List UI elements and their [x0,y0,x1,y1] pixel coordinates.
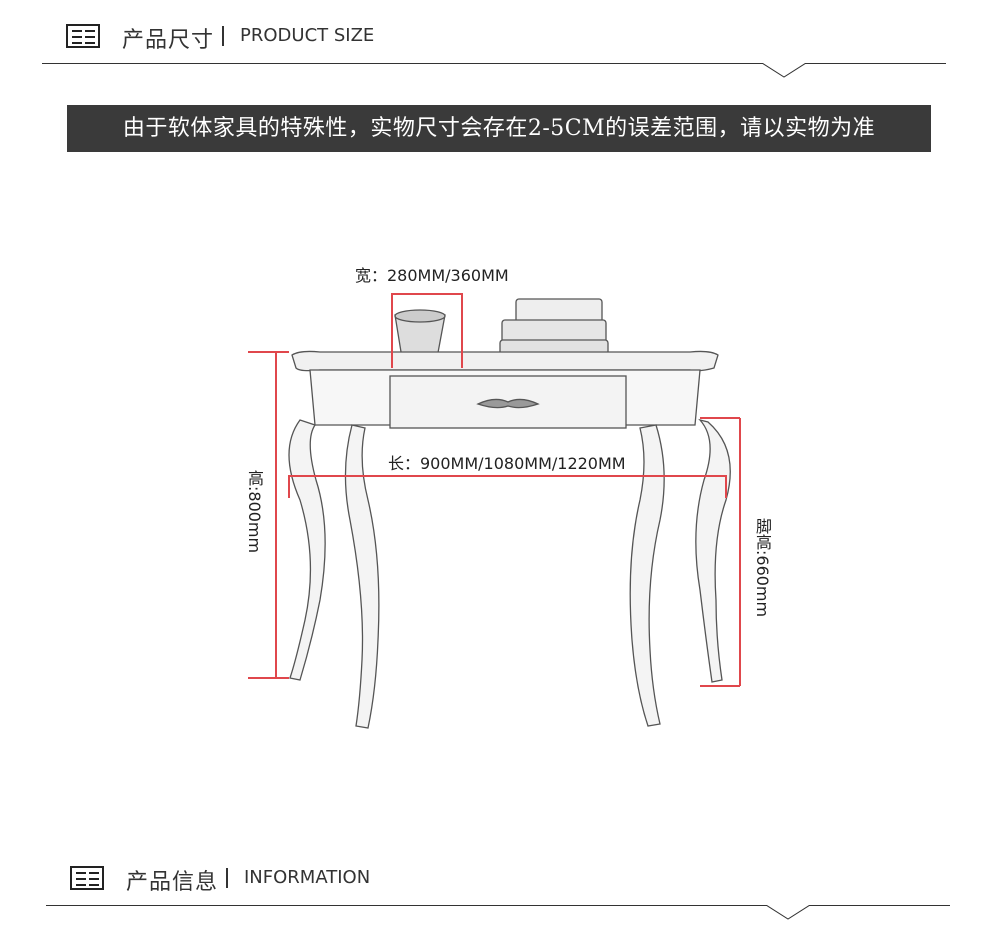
header-rule [42,63,946,64]
notice-banner: 由于软体家具的特殊性，实物尺寸会存在2-5CM的误差范围，请以实物为准 [67,105,931,152]
title-divider [222,26,224,46]
width-dimension-line [391,293,463,368]
dimension-lines [248,293,741,687]
length-dimension-line [288,475,727,498]
section-title-cn: 产品信息 [126,870,219,895]
section-title-en: INFORMATION [244,867,371,888]
title-divider [226,868,228,888]
menu-icon [66,24,100,48]
menu-icon [70,866,104,890]
section-header-size: 产品尺寸 PRODUCT SIZE [42,0,946,78]
length-label: 长：900MM/1080MM/1220MM [388,454,626,473]
section-header-information: 产品信息 INFORMATION [46,842,950,920]
chevron-down-icon [762,63,806,78]
section-title-cn: 产品尺寸 [122,28,215,53]
leg-height-label: 脚高:660mm [753,518,772,618]
height-label: 高:800mm [245,470,264,554]
chevron-down-icon [766,905,810,920]
header-rule [46,905,950,906]
section-title-en: PRODUCT SIZE [240,25,375,46]
table-drawing [288,298,731,729]
width-label: 宽：280MM/360MM [355,266,509,285]
